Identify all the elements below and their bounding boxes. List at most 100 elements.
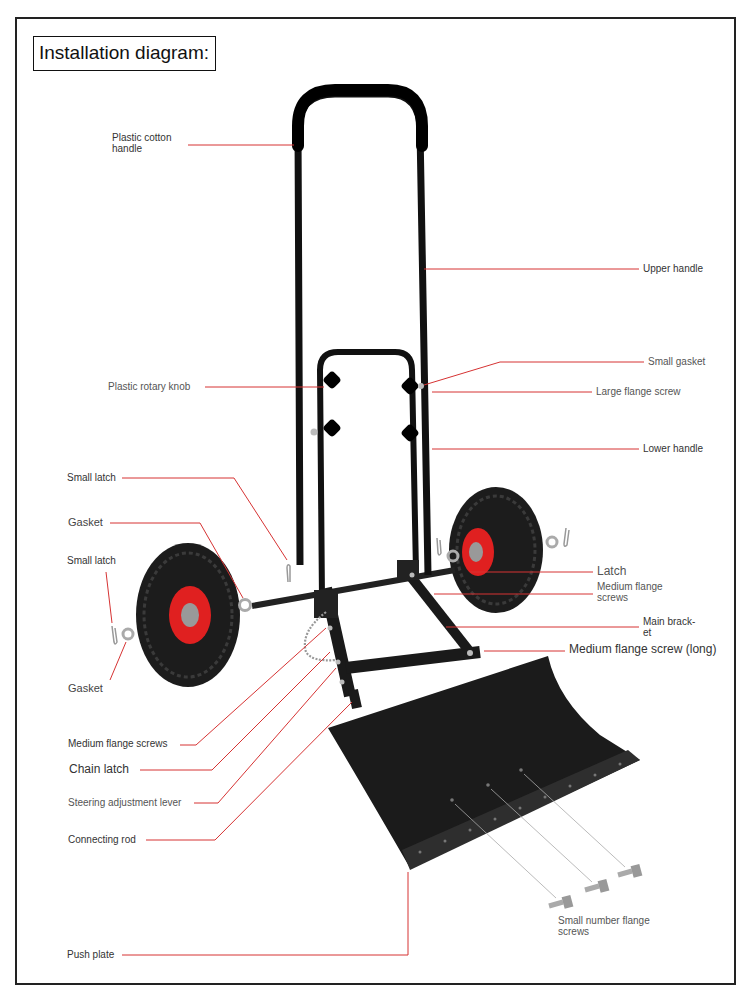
hole <box>594 774 597 777</box>
bolt-head <box>562 895 574 909</box>
rotary-knob <box>322 418 342 438</box>
part-label: Main brack- et <box>643 616 705 638</box>
chain <box>305 612 336 660</box>
bolt-shaft <box>585 886 599 890</box>
part-label: Upper handle <box>643 263 703 274</box>
guide-line <box>491 789 592 882</box>
part-label: Medium flange screws <box>597 581 669 603</box>
leader-line <box>432 449 639 450</box>
hole <box>469 829 472 832</box>
leader-line <box>110 642 126 680</box>
rotary-knob <box>400 376 420 396</box>
part-label: Lower handle <box>643 443 703 454</box>
leader-line <box>146 702 352 840</box>
gasket <box>448 551 458 561</box>
leader-line <box>106 572 112 623</box>
upper-handle <box>298 94 428 575</box>
bolt-head <box>328 626 333 631</box>
leader-line <box>205 387 324 388</box>
bolt-head <box>467 650 473 656</box>
leader-line <box>470 572 593 573</box>
part-label: Small number flange screws <box>558 915 658 937</box>
bracket-arm <box>404 568 470 652</box>
gasket <box>240 600 251 611</box>
part-label: Steering adjustment lever <box>68 797 181 808</box>
hole <box>450 798 454 802</box>
foam-grip <box>298 90 422 146</box>
outer-frame <box>16 18 735 984</box>
leader-line <box>434 594 593 595</box>
gasket <box>123 629 133 639</box>
leader-line <box>432 392 592 393</box>
bolt-head <box>410 573 415 578</box>
tire-tread <box>144 553 232 677</box>
plate-holes <box>419 763 622 854</box>
wheel-hub <box>462 528 494 576</box>
bracket-crossbar <box>346 652 480 668</box>
bolt-head <box>598 879 610 893</box>
leader-line <box>424 362 644 385</box>
hole <box>569 785 572 788</box>
hub-bearing <box>469 542 483 562</box>
wheel-hub <box>169 586 211 644</box>
leader-line <box>424 269 639 270</box>
connecting-rod <box>353 690 357 708</box>
tire-tread <box>457 496 535 604</box>
bolt-shaft <box>618 871 632 875</box>
leader-lines <box>106 145 644 955</box>
leader-line <box>122 872 408 955</box>
leader-line <box>194 668 336 803</box>
gasket <box>547 537 557 547</box>
hole <box>619 763 622 766</box>
hole <box>494 818 497 821</box>
part-label: Latch <box>597 565 626 578</box>
part-label: Small latch <box>67 472 116 483</box>
guide-line <box>455 804 556 898</box>
part-label: Plastic rotary knob <box>108 381 190 392</box>
leader-line <box>188 145 294 146</box>
part-label: Medium flange screws <box>68 738 167 749</box>
part-label: Small gasket <box>648 356 705 367</box>
washer <box>311 429 318 436</box>
push-plate <box>328 656 640 868</box>
latch-pin <box>287 565 290 582</box>
latch-pin <box>112 626 117 644</box>
bolt-head <box>631 864 643 878</box>
part-label: Small latch <box>67 555 116 566</box>
hole <box>544 796 547 799</box>
hole <box>444 840 447 843</box>
latch-pin <box>564 528 569 546</box>
diagram-title: Installation diagram: <box>33 36 216 71</box>
part-label: Medium flange screw (long) <box>569 643 716 656</box>
part-label: Chain latch <box>69 763 129 776</box>
hole <box>519 768 523 772</box>
part-label: Push plate <box>67 949 114 960</box>
plate-lip <box>402 750 640 870</box>
hole <box>419 851 422 854</box>
leader-line <box>110 523 243 598</box>
rotary-knob <box>322 370 342 390</box>
part-label: Large flange screw <box>596 386 681 397</box>
guide-line <box>524 774 625 867</box>
bolt-guides <box>455 774 625 898</box>
leader-line <box>484 651 565 652</box>
bolt-shaft <box>549 902 563 906</box>
hole <box>486 783 490 787</box>
bolt-head <box>336 660 341 665</box>
part-label: Plastic cotton handle <box>112 132 184 154</box>
washer <box>418 383 424 389</box>
latch-pin <box>437 538 441 555</box>
leader-line <box>180 628 326 745</box>
bracket-plate <box>397 560 419 580</box>
rotary-knob <box>400 423 420 443</box>
leader-line <box>446 627 639 628</box>
leader-line <box>122 478 287 560</box>
hub-bearing <box>181 603 199 627</box>
hole <box>519 807 522 810</box>
bracket-plate <box>314 590 338 618</box>
bolt-head <box>340 680 345 685</box>
part-label: Gasket <box>68 516 103 528</box>
part-label: Connecting rod <box>68 834 136 845</box>
part-label: Gasket <box>68 682 103 694</box>
